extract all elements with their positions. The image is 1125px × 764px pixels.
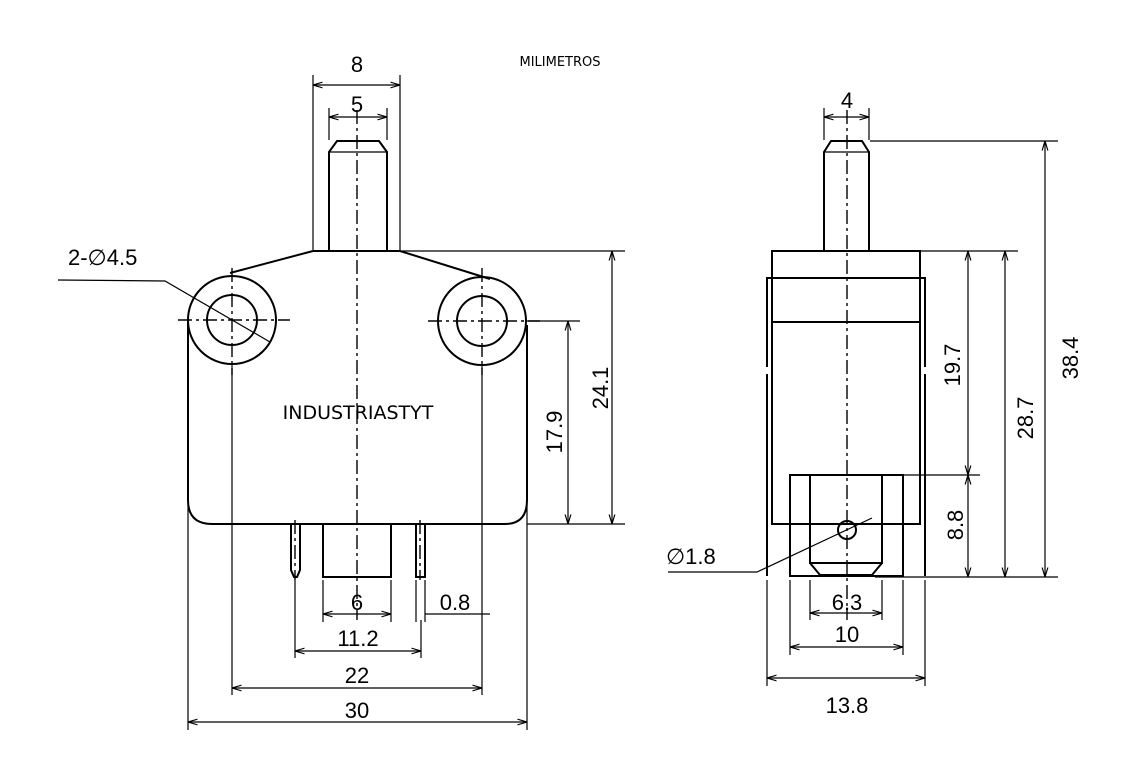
dim-body-height: 28.7 (1013, 397, 1038, 440)
dim-center-terminal: 6 (351, 590, 363, 615)
front-plunger (328, 140, 388, 250)
dim-overall-height: 38.4 (1058, 337, 1083, 380)
dim-block-width: 10 (835, 622, 859, 647)
dim-side-total-width: 13.8 (826, 693, 869, 718)
front-view: INDUSTRIASTYT 8 5 2-∅4.5 24.1 17.9 6 0.8… (57, 52, 625, 730)
side-body (771, 250, 921, 525)
brand-label: INDUSTRIASTYT (283, 402, 434, 424)
dim-hole: ∅1.8 (666, 544, 716, 569)
dim-plunger-inner: 5 (351, 92, 363, 117)
dim-side-plunger: 4 (841, 88, 853, 113)
dim-hole-spacing: 22 (345, 663, 369, 688)
dim-plunger-outer: 8 (351, 52, 363, 77)
dim-total-width: 30 (345, 698, 369, 723)
dim-inner-width: 6.3 (832, 590, 863, 615)
units-label: MILIMETROS (519, 55, 600, 70)
dim-hole-height: 17.9 (542, 411, 567, 454)
dim-lower-height: 8.8 (943, 510, 968, 541)
dim-pin-width: 0.8 (440, 590, 471, 615)
dim-pin-spacing: 11.2 (337, 626, 378, 651)
dim-total-height: 24.1 (588, 367, 613, 410)
center-terminal (322, 524, 392, 578)
dim-upper-height: 19.7 (940, 344, 965, 387)
dim-holes: 2-∅4.5 (68, 245, 137, 270)
side-view: 4 38.4 28.7 19.7 8.8 ∅1.8 6.3 10 13.8 (666, 88, 1083, 718)
